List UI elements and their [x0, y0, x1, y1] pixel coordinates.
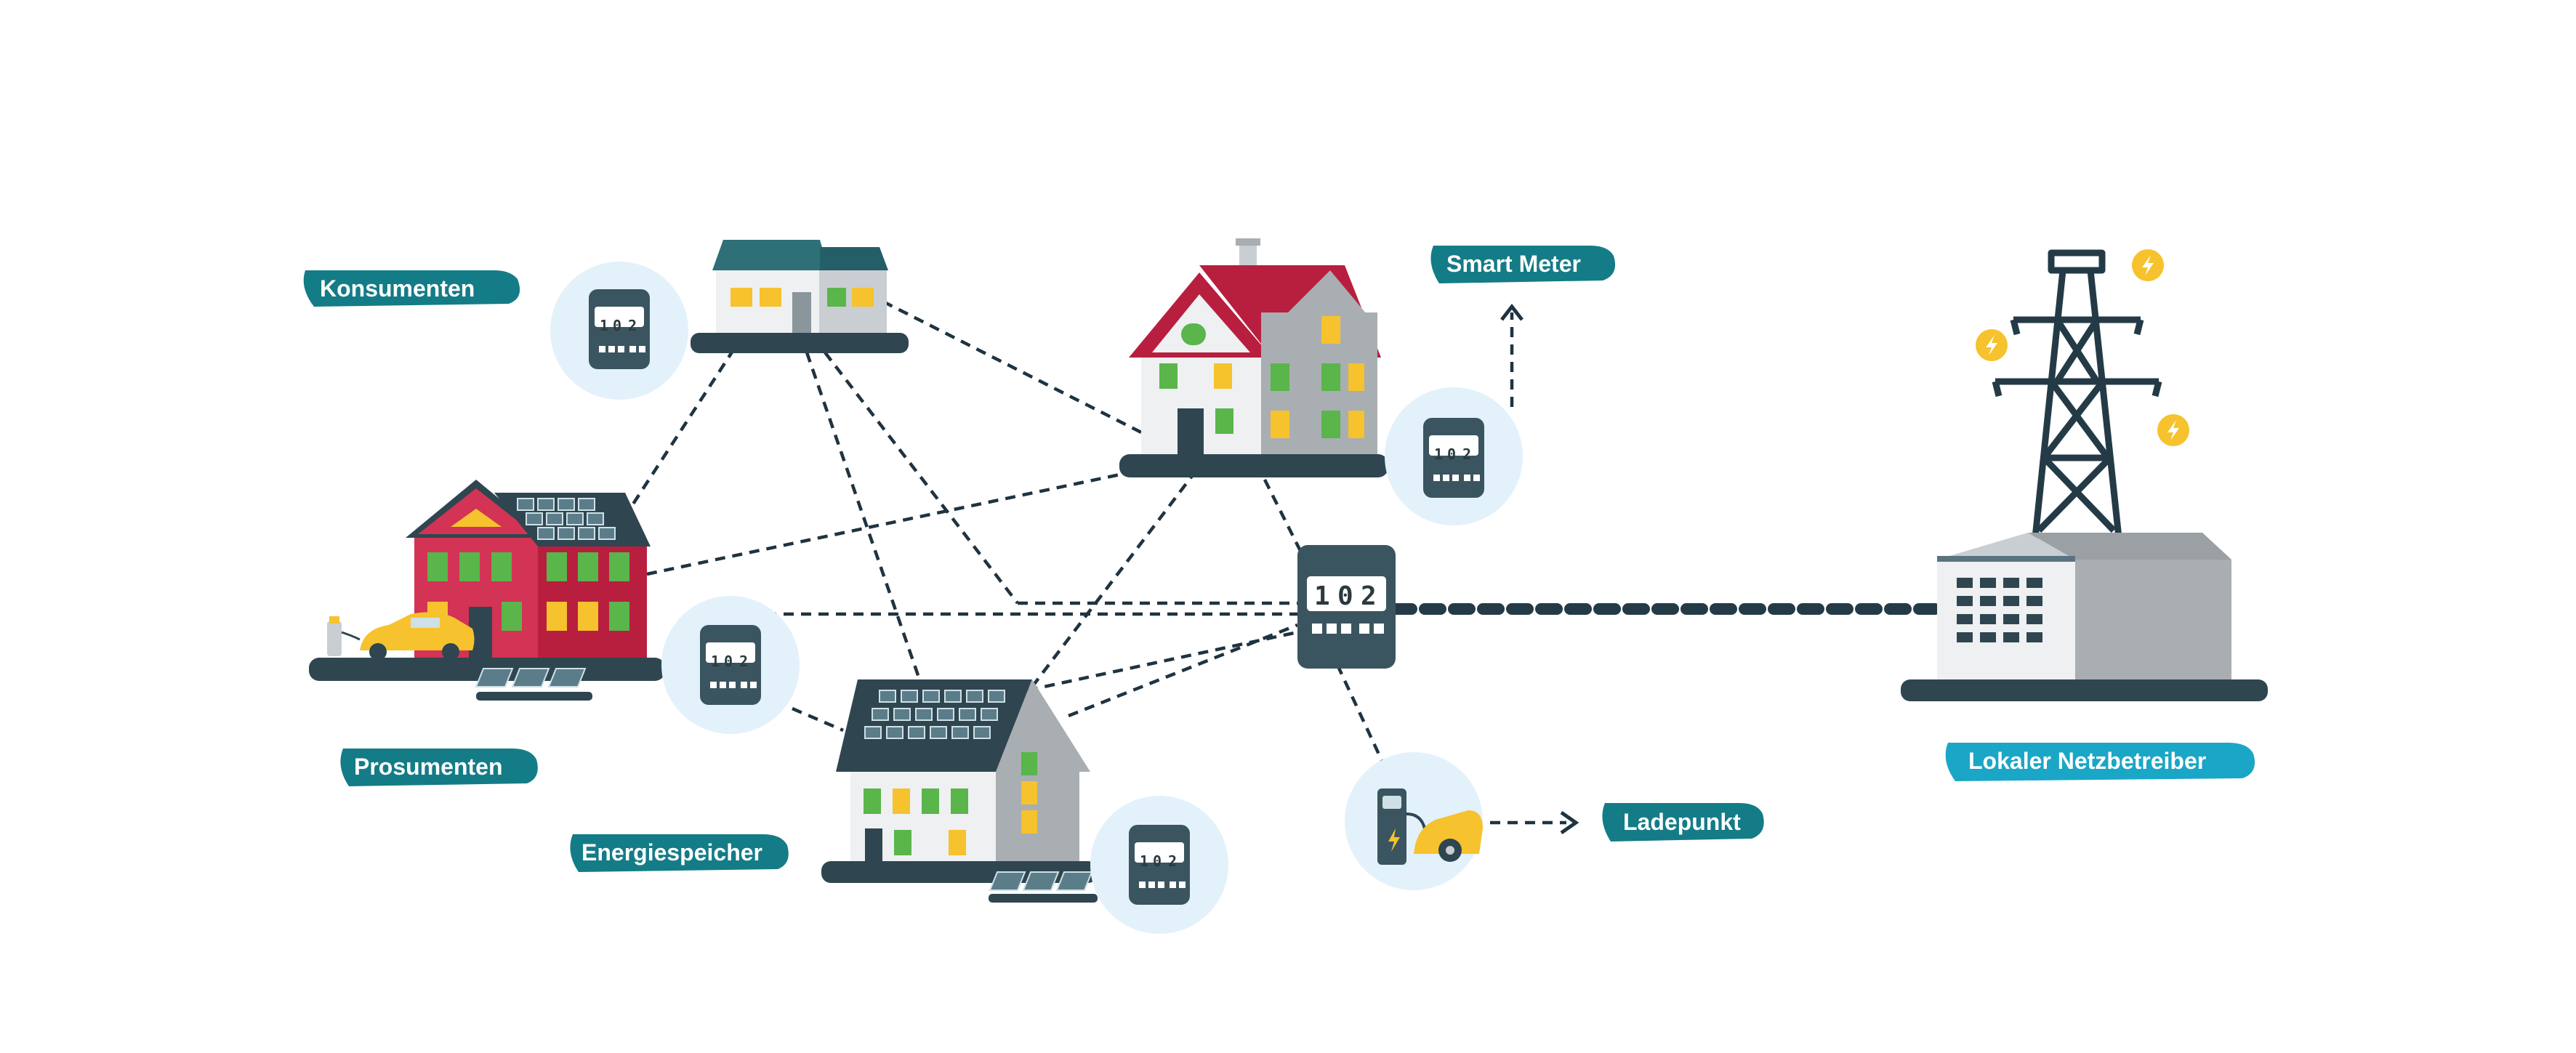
consumer-house-icon: [691, 240, 909, 353]
label-text: Prosumenten: [354, 754, 502, 780]
meter-icon: 1 0 2: [1385, 387, 1523, 525]
label-text: Konsumenten: [320, 275, 475, 302]
electric-car-icon: [1414, 810, 1483, 862]
link-storage-smarthouse: [1031, 475, 1194, 688]
meter-digit: 2: [1168, 852, 1177, 870]
lightning-bolt-icon: [2132, 249, 2164, 281]
link-consumer-smarthouse: [882, 299, 1150, 438]
arrow-right-icon: [1560, 810, 1579, 835]
label-storage: Energiespeicher: [570, 834, 789, 872]
power-pylon-icon: [1992, 249, 2162, 538]
prosumer-house-icon: [309, 480, 665, 701]
label-consumers: Konsumenten: [303, 270, 520, 307]
link-consumer-hubline: [824, 351, 1019, 605]
meter-icon: 1 0 2: [550, 262, 688, 400]
link-consumer-storage: [805, 352, 922, 680]
label-grid-operator: Lokaler Netzbetreiber: [1945, 743, 2255, 781]
arrow-up-icon: [1500, 303, 1524, 321]
meter-digit: 0: [724, 653, 733, 670]
label-text: Energiespeicher: [581, 839, 762, 866]
meter-icon: 1 0 2: [661, 596, 800, 734]
lightning-bolt-icon: [1976, 329, 2008, 361]
meter-digit: 0: [1153, 852, 1162, 870]
label-prosumers: Prosumenten: [340, 749, 538, 786]
meter-digit: 0: [1337, 581, 1353, 611]
meter-digit: 0: [1447, 445, 1456, 463]
substation-building-icon: [1901, 533, 2268, 701]
solar-panel-icon: [989, 871, 1098, 903]
electric-car-icon: [360, 612, 475, 661]
charging-station-icon: [1377, 788, 1426, 865]
link-storage-center1: [1068, 623, 1298, 718]
link-prosumer-storage: [792, 706, 844, 733]
label-charging-point: Ladepunkt: [1602, 803, 1764, 842]
meter-digit: 1: [600, 317, 608, 334]
link-prosumer-smarthouse: [646, 470, 1131, 576]
smart-meter-house-icon: [1119, 238, 1388, 477]
label-smart-meter: Smart Meter: [1430, 246, 1616, 283]
meter-digit: 2: [1361, 581, 1377, 611]
meter-digit: 1: [1140, 852, 1148, 870]
label-text: Lokaler Netzbetreiber: [1968, 748, 2206, 774]
meter-digit: 2: [739, 653, 748, 670]
meter-digit: 1: [1434, 445, 1443, 463]
solar-panel-icon: [475, 668, 592, 701]
meter-digit: 0: [613, 317, 621, 334]
link-consumer-prosumer: [631, 347, 736, 507]
link-smarthouse-center: [1263, 478, 1303, 554]
meter-digit: 2: [628, 317, 637, 334]
central-meter-icon: 1 0 2: [1297, 545, 1396, 669]
meter-digit: 2: [1462, 445, 1471, 463]
link-center-charger: [1335, 664, 1387, 767]
meter-digit: 1: [1314, 581, 1330, 611]
meter-digit: 1: [711, 653, 720, 670]
label-text: Smart Meter: [1446, 251, 1581, 277]
lightning-bolt-icon: [2157, 414, 2189, 446]
meter-icon: 1 0 2: [1090, 796, 1228, 934]
charging-station-icon: [327, 616, 361, 656]
storage-house-icon: [821, 679, 1098, 903]
charging-point-group: [1345, 752, 1483, 890]
label-text: Ladepunkt: [1623, 809, 1741, 835]
